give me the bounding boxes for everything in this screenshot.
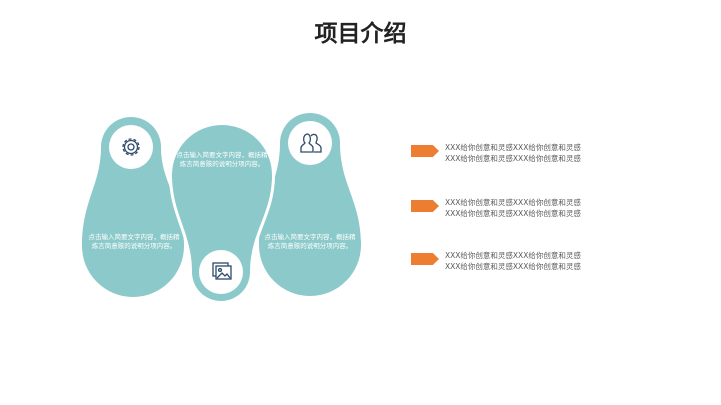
users-icon	[300, 133, 322, 153]
item-line: XXX给你创意和灵感XXX给你创意和灵感	[445, 251, 581, 260]
item-line: XXX给你创意和灵感XXX给你创意和灵感	[445, 198, 581, 207]
shape-right	[255, 110, 365, 299]
item-line: XXX给你创意和灵感XXX给你创意和灵感	[445, 154, 581, 163]
image-icon	[212, 262, 232, 280]
item-line: XXX给你创意和灵感XXX给你创意和灵感	[445, 262, 581, 271]
item-line: XXX给你创意和灵感XXX给你创意和灵感	[445, 143, 581, 152]
page-title: 项目介绍	[314, 21, 407, 47]
gear-icon	[122, 138, 140, 156]
arrow-marker-icon	[411, 200, 439, 212]
shape-left-text: 点击输入简要文字内容，概括精炼言简意赅的说明分项内容。	[88, 233, 180, 250]
shape-left	[78, 114, 188, 300]
arrow-marker-icon	[411, 145, 439, 157]
shape-middle-text: 点击输入简要文字内容，概括精炼言简意赅的说明分项内容。	[176, 151, 268, 168]
item-line: XXX给你创意和灵感XXX给你创意和灵感	[445, 209, 581, 218]
shape-right-text: 点击输入简要文字内容，概括精炼言简意赅的说明分项内容。	[264, 233, 356, 250]
shape-middle	[168, 122, 276, 304]
arrow-marker-icon	[411, 253, 439, 265]
